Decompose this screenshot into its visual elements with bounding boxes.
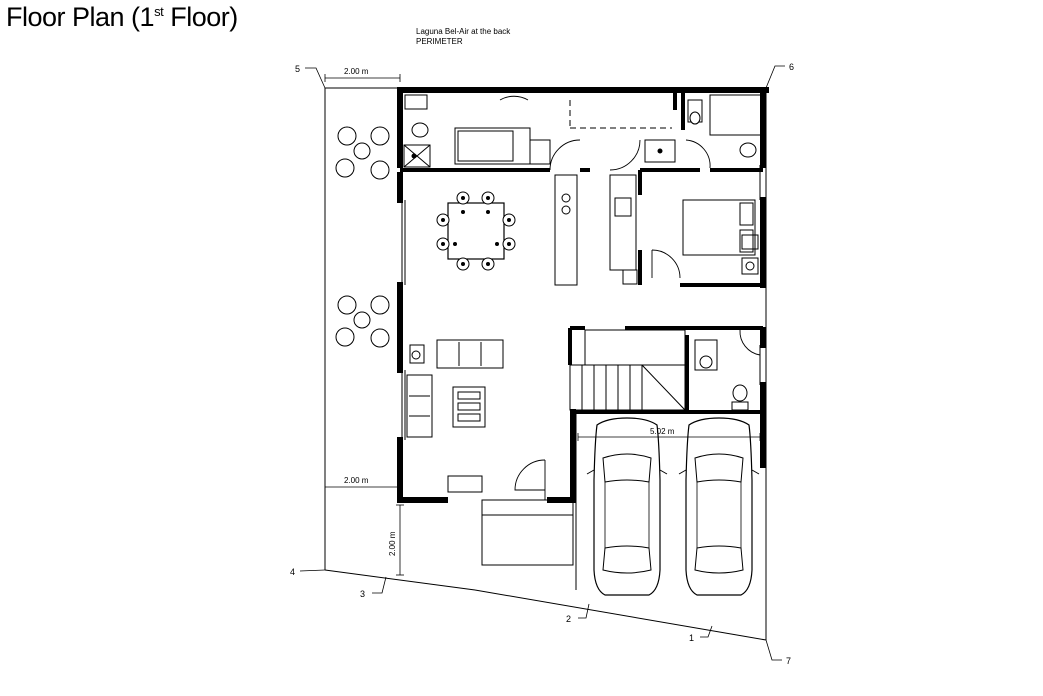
page-title: Floor Plan (1st Floor) xyxy=(6,2,238,33)
point-label-3: 3 xyxy=(360,589,365,599)
dimension-garage-width: 5.02 m xyxy=(650,427,675,436)
car-1 xyxy=(586,417,668,596)
windows xyxy=(401,165,767,440)
point-label-1: 1 xyxy=(689,633,694,643)
title-suffix: Floor) xyxy=(163,2,238,32)
doors xyxy=(499,95,761,500)
garden-seating-bottom xyxy=(335,295,390,348)
title-prefix: Floor Plan (1 xyxy=(6,2,155,32)
point-leaders xyxy=(299,65,785,661)
garden-seating-top xyxy=(335,126,390,180)
point-label-5: 5 xyxy=(295,64,300,74)
lower-bath-fixtures xyxy=(694,339,749,411)
title-superscript: st xyxy=(154,4,164,19)
point-label-2: 2 xyxy=(566,614,571,624)
bedroom-furniture xyxy=(682,199,759,275)
point-label-7: 7 xyxy=(786,656,791,666)
dimension-top-left: 2.00 m xyxy=(344,67,369,76)
dimension-mid-left: 2.00 m xyxy=(344,476,369,485)
upper-bath-fixtures xyxy=(644,94,764,163)
perimeter-note-line2: PERIMETER xyxy=(416,37,463,46)
garage xyxy=(575,411,763,590)
dining-set xyxy=(436,191,516,271)
point-label-4: 4 xyxy=(290,567,295,577)
perimeter-note-line1: Laguna Bel-Air at the back xyxy=(416,27,511,36)
maid-room-fixtures xyxy=(403,94,672,168)
front-steps xyxy=(481,499,574,566)
living-furniture xyxy=(406,339,504,493)
kitchen-counters xyxy=(554,174,638,286)
stairs xyxy=(569,329,686,411)
dimension-lines xyxy=(324,74,761,576)
car-2 xyxy=(678,417,760,596)
point-label-6: 6 xyxy=(789,62,794,72)
dimension-front-vertical: 2.00 m xyxy=(388,531,397,556)
